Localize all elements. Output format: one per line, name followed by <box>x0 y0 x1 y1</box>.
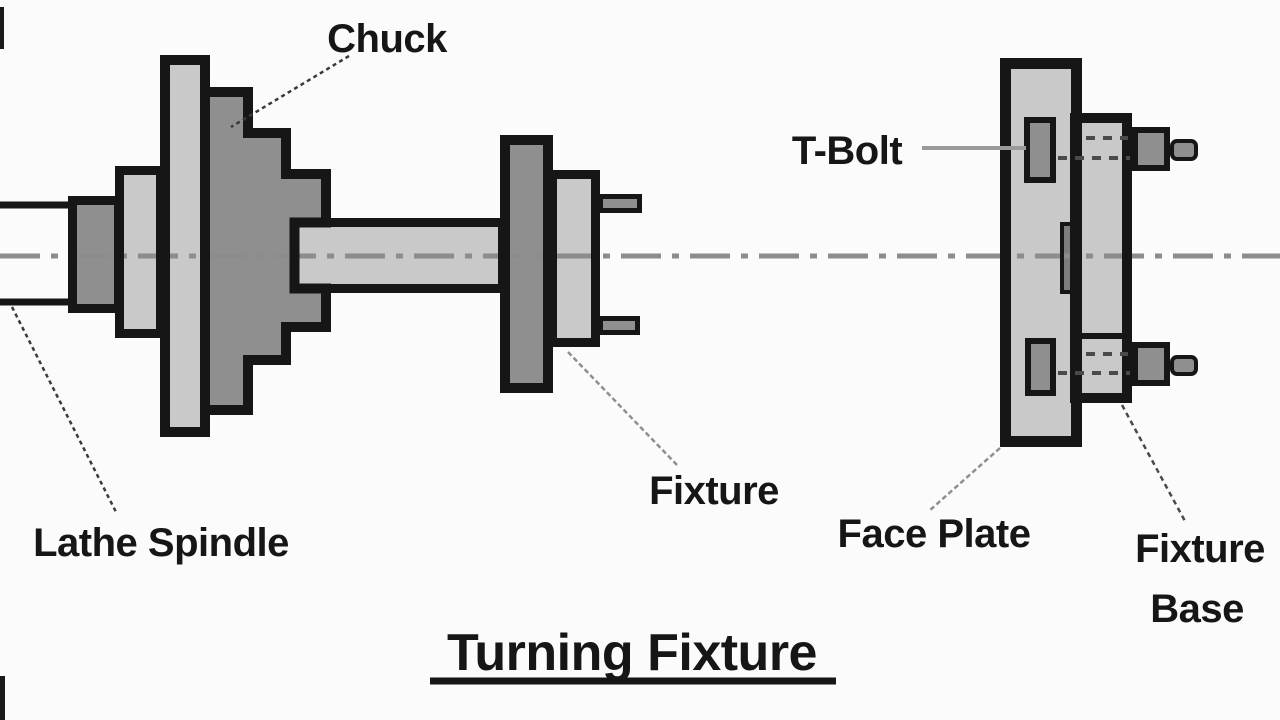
chuck-label: Chuck <box>327 17 448 61</box>
edge-artifact-top-left <box>0 7 4 49</box>
fixture-leader <box>567 351 678 466</box>
face-plate-leader <box>928 447 1001 512</box>
fixture-label: Fixture <box>649 469 779 513</box>
face-plate-label: Face Plate <box>838 512 1031 556</box>
hidden-lines <box>1058 136 1130 375</box>
edge-artifact-bottom-left <box>0 676 5 720</box>
t-bolt-label: T-Bolt <box>792 129 902 173</box>
fixture-base-label-line2: Base <box>1150 587 1244 631</box>
lathe-spindle-leader <box>10 306 119 515</box>
diagram-title: Turning Fixture <box>447 624 817 682</box>
fixture-base-label-line1: Fixture <box>1135 527 1265 571</box>
lathe-spindle-label: Lathe Spindle <box>33 521 289 565</box>
chuck-leader <box>230 54 350 129</box>
fixture-base-leader <box>1120 404 1188 524</box>
